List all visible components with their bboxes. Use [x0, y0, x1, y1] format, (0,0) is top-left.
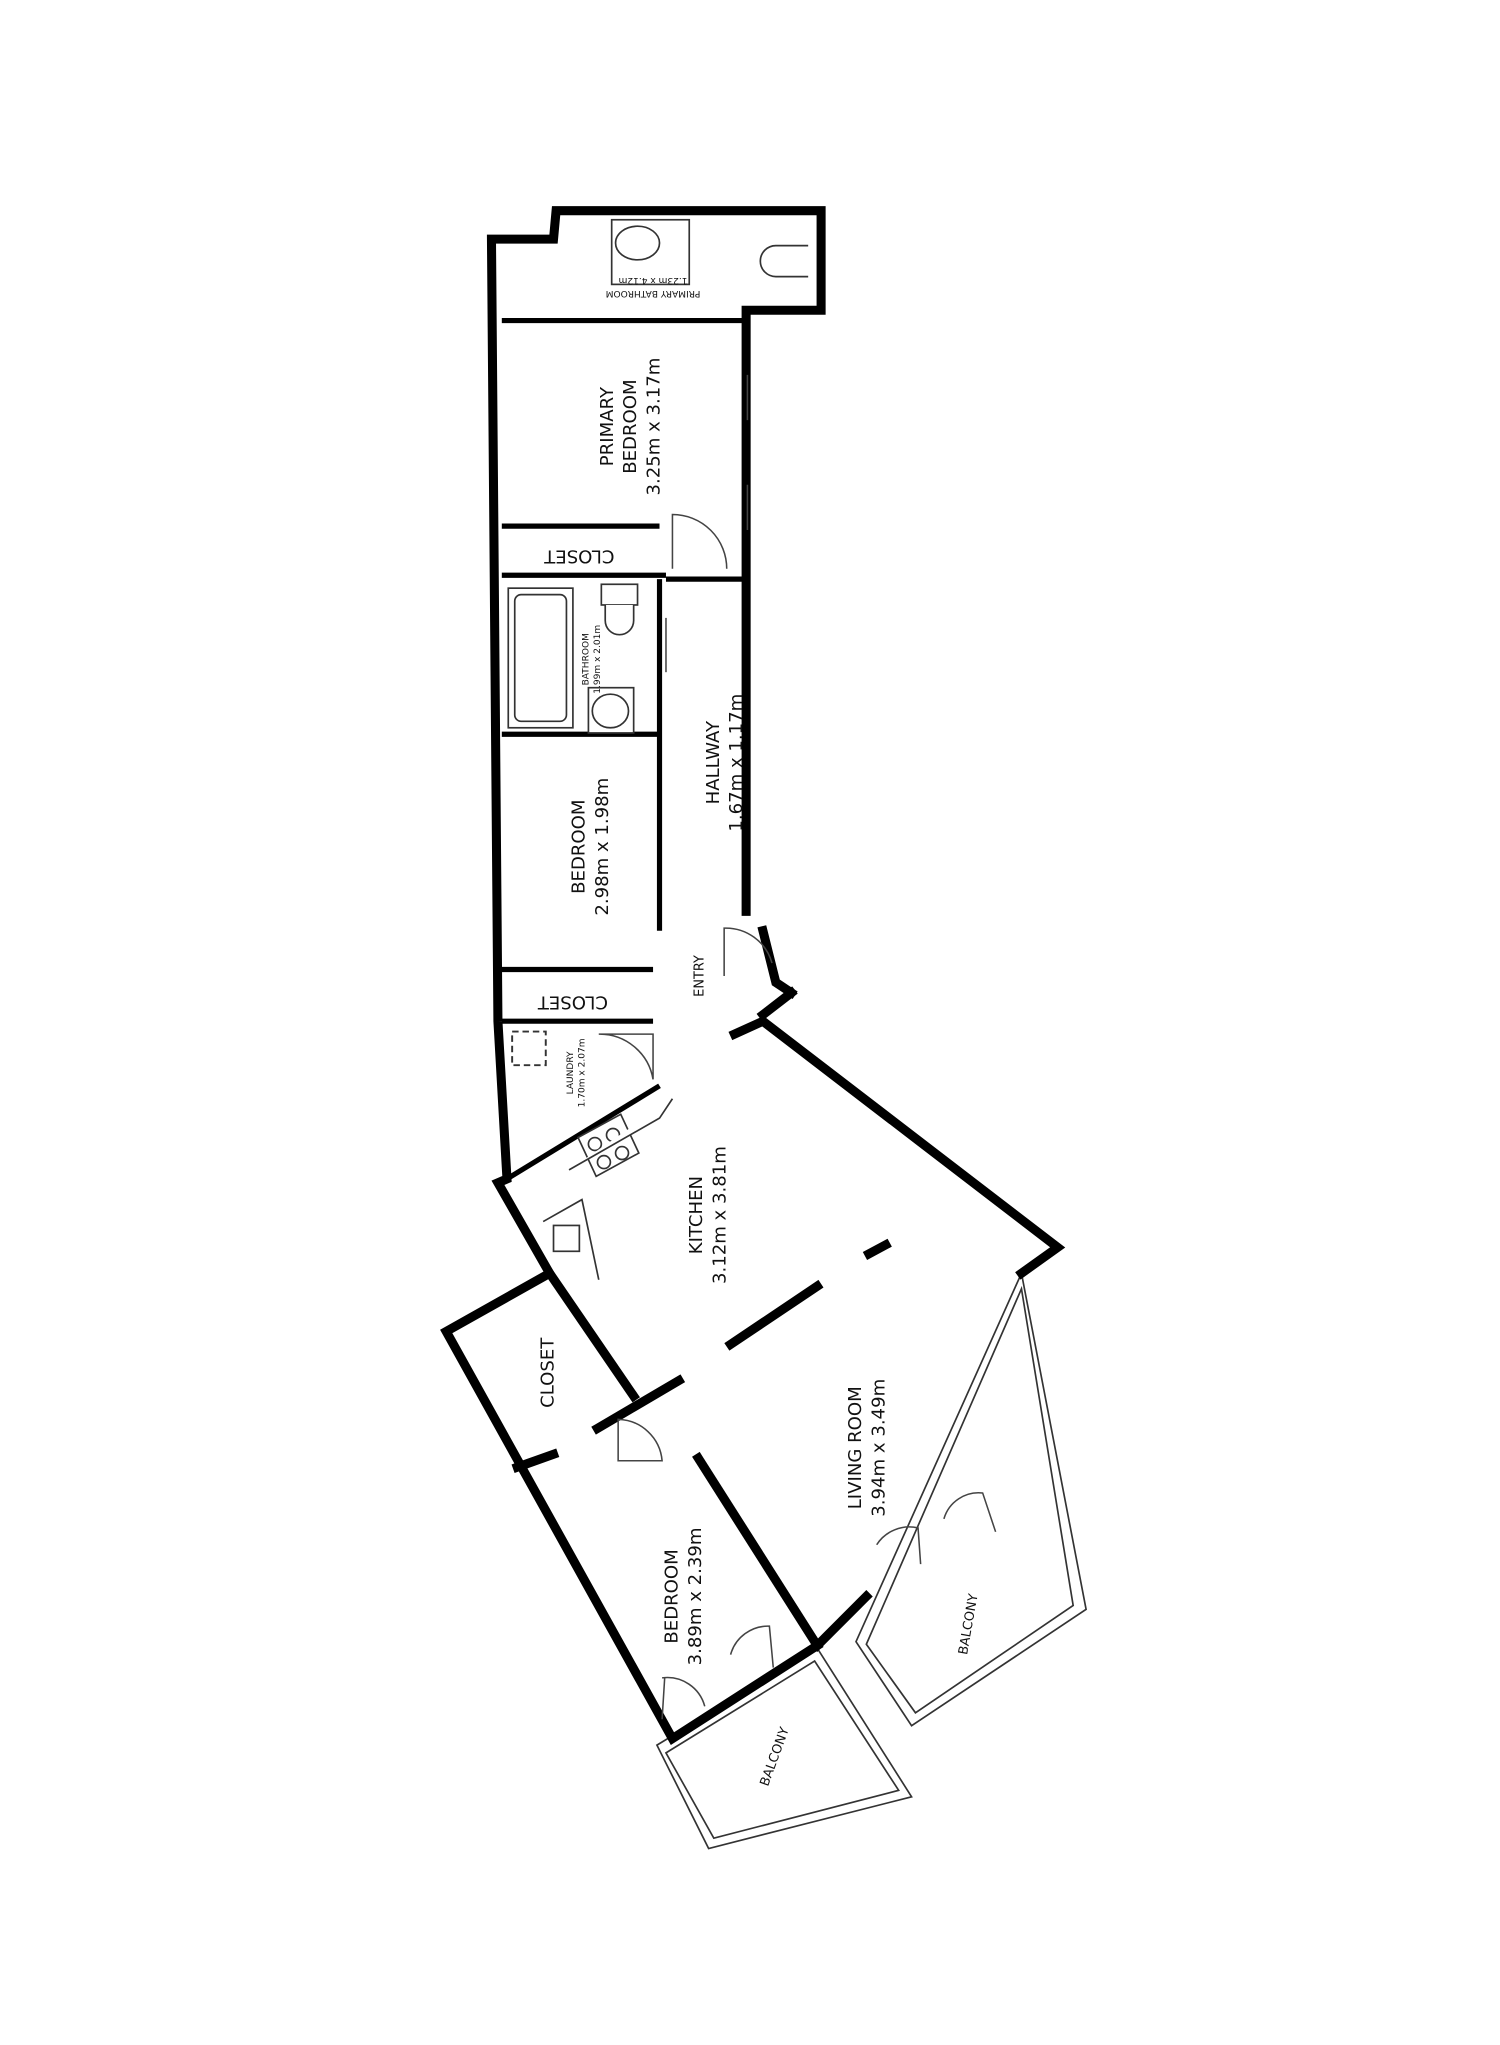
primary-bedroom-label-2: BEDROOM: [620, 379, 641, 473]
kitchen-dims: 3.12m x 3.81m: [709, 1146, 730, 1284]
toilet-icon: [600, 583, 639, 636]
kitchen-label: KITCHEN: [686, 1176, 707, 1254]
laundry-label: LAUNDRY: [566, 1051, 576, 1094]
washer-icon: [511, 1030, 547, 1067]
bathtub-oval-icon: [610, 218, 691, 286]
living-room-dims: 3.94m x 3.49m: [868, 1379, 889, 1517]
bedroom-small-label: BEDROOM: [569, 800, 590, 894]
bathtub-icon: [507, 587, 574, 729]
sink-icon: [587, 686, 635, 734]
bedroom-large-label: BEDROOM: [662, 1549, 683, 1643]
laundry-dims: 1.70m x 2.07m: [578, 1038, 588, 1107]
closet-upper-label: CLOSET: [543, 546, 614, 567]
balcony-right: [855, 1270, 1088, 1727]
doors: [598, 374, 997, 1720]
living-room-label: LIVING ROOM: [845, 1386, 866, 1509]
bedroom-large-dims: 3.89m x 2.39m: [685, 1527, 706, 1665]
interior-walls: [501, 317, 892, 1652]
toilet-icon: [759, 244, 809, 278]
closet-middle-label: CLOSET: [537, 992, 608, 1013]
primary-bedroom-label-1: PRIMARY: [597, 386, 618, 466]
entry-label: ENTRY: [692, 955, 707, 997]
bedroom-small-dims: 2.98m x 1.98m: [592, 778, 613, 916]
primary-bathroom-dims: 1.23m x 4.12m: [618, 275, 687, 285]
balcony-left: [655, 1647, 913, 1850]
hallway-label: HALLWAY: [703, 720, 724, 804]
hallway-dims: 1.67m x 1.17m: [726, 694, 747, 832]
bathroom-label: BATHROOM: [581, 633, 591, 685]
exterior-walls: [440, 206, 1066, 1746]
bathroom-dims: 1.99m x 2.01m: [593, 625, 603, 694]
closet-lower-label: CLOSET: [538, 1337, 559, 1408]
primary-bathroom-label: PRIMARY BATHROOM: [606, 288, 701, 298]
primary-bedroom-dims: 3.25m x 3.17m: [644, 358, 665, 496]
